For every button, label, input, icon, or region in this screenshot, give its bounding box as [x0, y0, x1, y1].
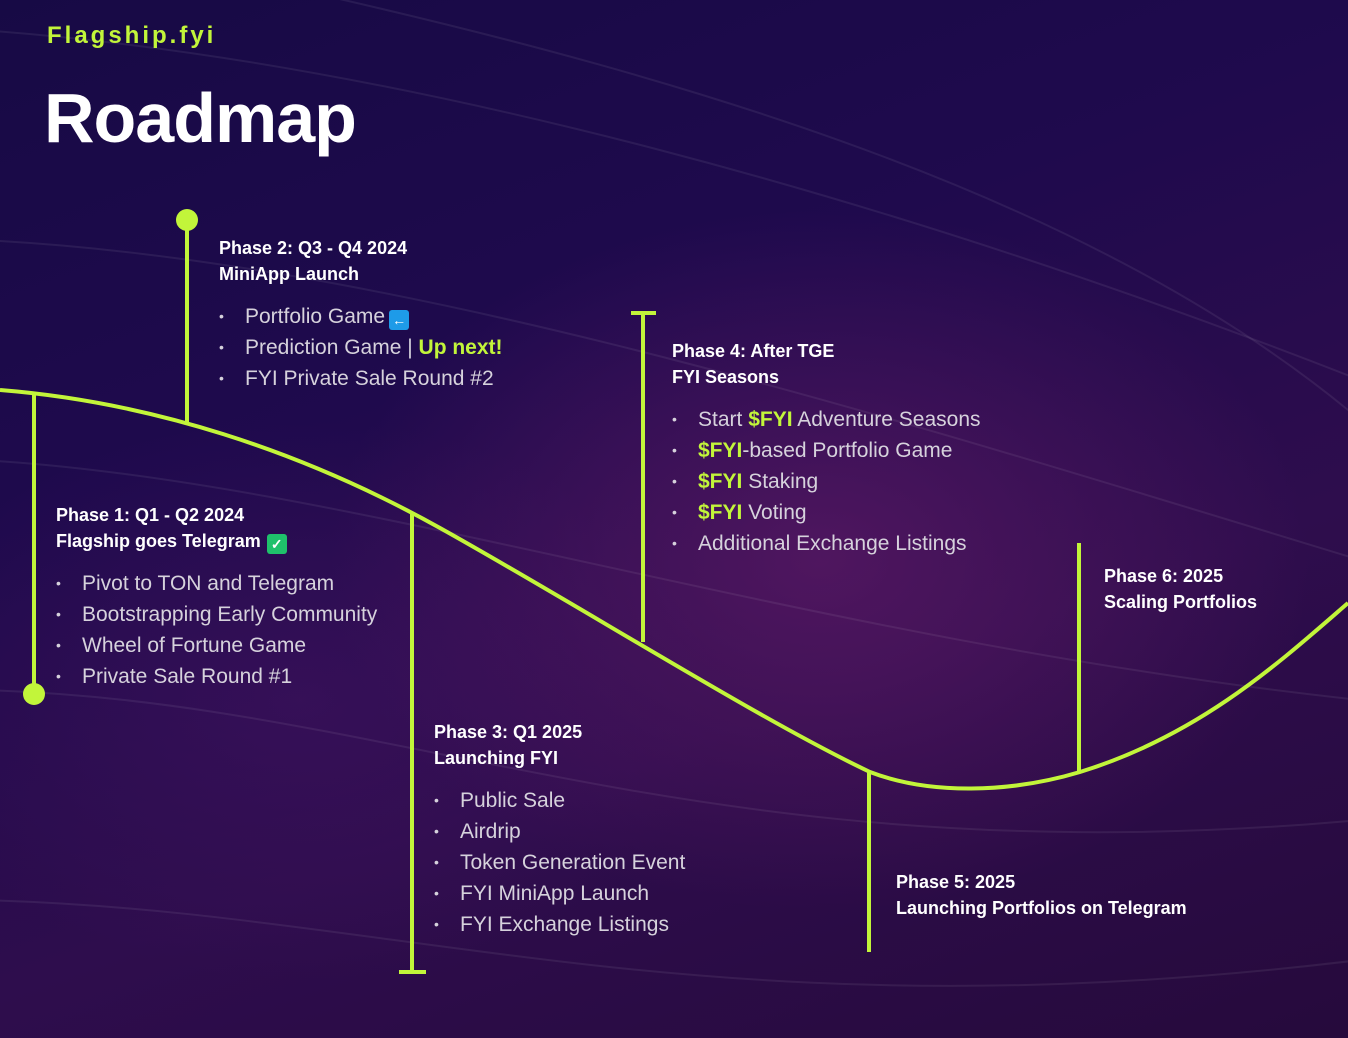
phase-items: • Public Sale • Airdrip • Token Generation Ev…: [434, 785, 685, 940]
item-text: Bootstrapping Early Community: [82, 603, 378, 626]
item-text: Pivot to TON and Telegram: [82, 572, 335, 595]
phase-subtitle: FYI Seasons: [672, 364, 981, 390]
item-text-after: Voting: [742, 501, 807, 524]
list-item: • FYI Private Sale Round #2: [219, 363, 503, 394]
phase-title: Phase 3: Q1 2025: [434, 722, 583, 742]
list-item: • Additional Exchange Listings: [672, 528, 981, 559]
phase-subtitle-text: Launching FYI: [434, 748, 558, 768]
background-waves: [0, 0, 1348, 986]
list-item: • Portfolio Game←: [219, 301, 503, 332]
item-highlight: $FYI: [748, 408, 793, 431]
item-text: FYI Private Sale Round #2: [245, 367, 494, 390]
phase-4: Phase 4: After TGE FYI Seasons • Start $FYI…: [672, 338, 981, 559]
list-item: • Prediction Game | Up next!: [219, 332, 503, 363]
bullet-icon: •: [672, 535, 677, 551]
bullet-icon: •: [56, 668, 61, 684]
bullet-icon: •: [434, 916, 439, 932]
list-item: • $FYI Staking: [672, 466, 981, 497]
bullet-icon: •: [672, 411, 677, 427]
bullet-icon: •: [672, 442, 677, 458]
phase1-dot: [23, 683, 45, 705]
phase-subtitle: Flagship goes Telegram✓: [56, 528, 377, 554]
phase-subtitle: Launching Portfolios on Telegram: [896, 895, 1187, 921]
item-text: Airdrip: [460, 820, 521, 843]
item-highlight: Up next!: [418, 336, 503, 359]
item-text-after: Staking: [742, 470, 819, 493]
bullet-icon: •: [434, 854, 439, 870]
phase-title: Phase 2: Q3 - Q4 2024: [219, 238, 408, 258]
token-highlight: $FYI: [698, 470, 743, 493]
brand-logo: Flagship.fyi: [47, 22, 217, 49]
bullet-icon: •: [434, 792, 439, 808]
item-text: FYI MiniApp Launch: [460, 882, 650, 905]
item-text: Additional Exchange Listings: [698, 532, 967, 555]
roadmap-curve: [0, 388, 1348, 791]
item-text: Public Sale: [460, 789, 566, 812]
bullet-icon: •: [56, 606, 61, 622]
phase-subtitle: MiniApp Launch: [219, 261, 503, 287]
item-text: FYI Exchange Listings: [460, 913, 669, 936]
bullet-icon: •: [434, 823, 439, 839]
item-text: Wheel of Fortune Game: [82, 634, 307, 657]
list-item: • $FYI Voting: [672, 497, 981, 528]
phase-subtitle-text: FYI Seasons: [672, 367, 780, 387]
phase-title: Phase 6: 2025: [1104, 566, 1224, 586]
phase-items: • Pivot to TON and Telegram • Bootstrapping…: [56, 568, 377, 692]
phase-title: Phase 1: Q1 - Q2 2024: [56, 505, 245, 525]
list-item: • Start $FYI Adventure Seasons: [672, 404, 981, 435]
phase2-dot: [176, 209, 198, 231]
list-item: • Token Generation Event: [434, 847, 685, 878]
bullet-icon: •: [219, 339, 224, 355]
bullet-icon: •: [434, 885, 439, 901]
item-text: Private Sale Round #1: [82, 665, 293, 688]
bullet-icon: •: [56, 575, 61, 591]
phase-title: Phase 5: 2025: [896, 872, 1016, 892]
item-text: Portfolio Game: [245, 305, 386, 328]
list-item: • Wheel of Fortune Game: [56, 630, 377, 661]
bullet-icon: •: [219, 308, 224, 324]
list-item: • FYI MiniApp Launch: [434, 878, 685, 909]
check-icon: ✓: [266, 534, 287, 554]
item-text: Start: [698, 408, 749, 431]
list-item: • Public Sale: [434, 785, 685, 816]
item-text: Token Generation Event: [460, 851, 686, 874]
phase-subtitle-text: Launching Portfolios on Telegram: [896, 898, 1187, 918]
phase-items: •Start $FYI Adventure Seasons•$FYI-based…: [672, 404, 981, 559]
item-text-after: Adventure Seasons: [792, 408, 981, 431]
phase-subtitle-text: Flagship goes Telegram: [56, 531, 261, 551]
left-arrow-icon: ←: [389, 310, 410, 330]
list-item: • Bootstrapping Early Community: [56, 599, 377, 630]
list-item: • Airdrip: [434, 816, 685, 847]
list-item: • Private Sale Round #1: [56, 661, 377, 692]
phase-subtitle: Scaling Portfolios: [1104, 589, 1257, 615]
list-item: • $FYI-based Portfolio Game: [672, 435, 981, 466]
bullet-icon: •: [672, 504, 677, 520]
bullet-icon: •: [672, 473, 677, 489]
phase-subtitle: Launching FYI: [434, 745, 685, 771]
bullet-icon: •: [56, 637, 61, 653]
item-text: Prediction Game |: [245, 336, 419, 359]
token-highlight: $FYI: [698, 439, 743, 462]
item-text-after: -based Portfolio Game: [742, 439, 953, 462]
list-item: • Pivot to TON and Telegram: [56, 568, 377, 599]
page-title: Roadmap: [44, 79, 357, 157]
phase-subtitle-text: Scaling Portfolios: [1104, 592, 1258, 612]
bullet-icon: •: [219, 370, 224, 386]
phase-items: • Portfolio Game← • Prediction Game | Up ne…: [219, 301, 503, 394]
list-item: • FYI Exchange Listings: [434, 909, 685, 940]
phase-title: Phase 4: After TGE: [672, 341, 835, 361]
phase-subtitle-text: MiniApp Launch: [219, 264, 359, 284]
token-highlight: $FYI: [698, 501, 743, 524]
